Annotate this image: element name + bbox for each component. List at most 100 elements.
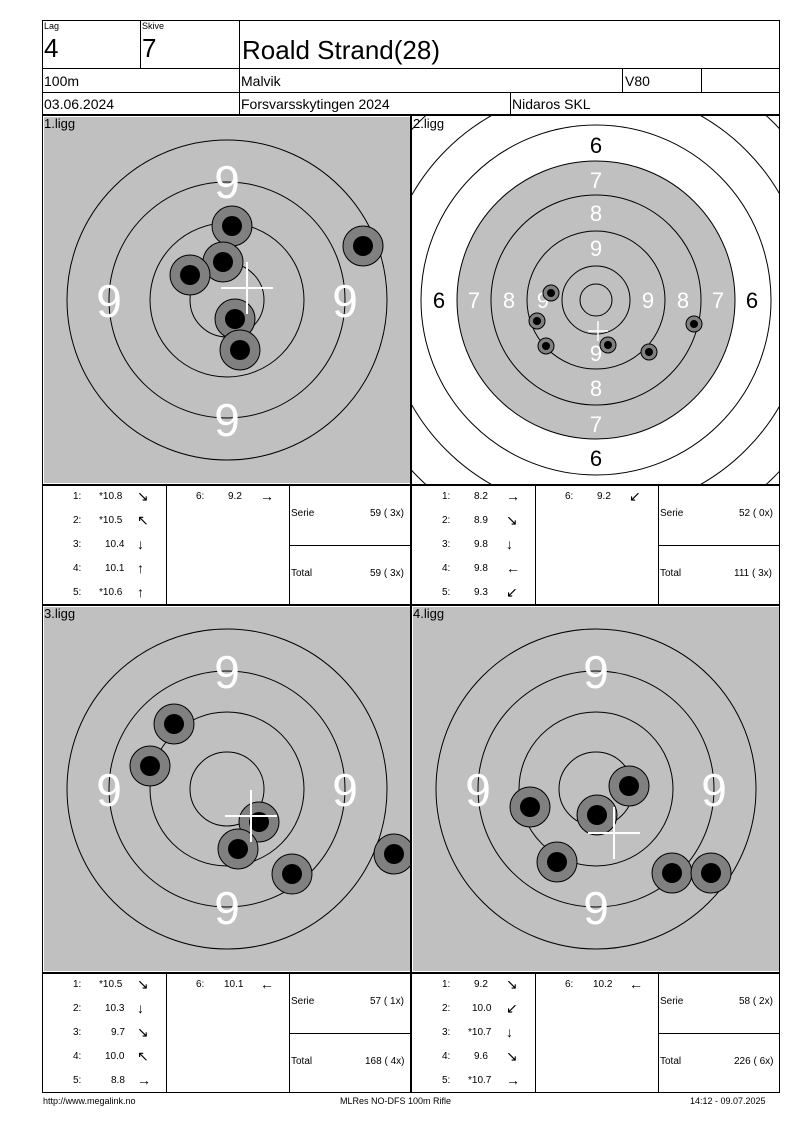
shot-hole [599,336,617,354]
panel-label: 1.ligg [44,116,76,131]
serie-value: 58 ( 2x) [739,996,773,1007]
shot-text: 3: [73,539,82,550]
total-label: Total [660,1056,682,1067]
direction-arrow-icon: → [260,488,274,504]
shot-text: 4: [442,563,451,574]
ring-label-9: 9 [701,764,727,816]
shot-text: 2: [73,515,82,526]
result-table-3: 1:*10.5↘ 2:10.3↓ 3:9.7↘ 4:10.0↖ 5:8.8→ 6… [42,973,411,1093]
shot-text: 6 [590,446,602,471]
shot-hole [536,841,578,883]
shot-text: 10.4 [105,539,125,550]
sum-divider [289,1033,410,1034]
serie-value: 52 ( 0x) [739,508,773,519]
shooter-name: Roald Strand(28) [242,35,440,65]
group-center-cross [221,262,273,314]
group-center-cross [225,790,277,842]
class-cell: V80 [623,69,702,93]
shot-text: *10.8 [99,491,123,502]
shot-text: 1: [442,491,451,502]
target-zoom-3: 9 9 9 9 [44,607,410,971]
shot-text: 8.9 [474,515,488,526]
result-table-2: 1:8.2→ 2:8.9↘ 3:9.8↓ 4:9.8← 5:9.3↙ 6:9.2… [411,485,780,605]
shot-text: 5: [442,1075,451,1086]
date-value: 03.06.2024 [44,96,115,112]
ring-label-9: 9 [465,764,491,816]
shot-hole [153,703,195,745]
ring-label-9: 9 [214,394,240,446]
direction-arrow-icon: ↓ [137,1000,144,1016]
target-full-2: 6 6 6 6 7 7 7 7 8 8 8 8 9 9 9 9 [412,116,779,484]
shot-text: 9.2 [474,979,488,990]
distance-cell: 100m [43,69,240,93]
target-zoom-1: 9 9 9 9 [44,117,410,483]
result-table-1: 1:*10.8↘ 2:*10.5↖ 3:10.4↓ 4:10.1↑ 5:*10.… [42,485,411,605]
shot-text: 2: [442,1003,451,1014]
club-value: Malvik [241,73,281,89]
shot-text: 9.2 [597,491,611,502]
shot-hole [509,786,551,828]
shot-text: 1: [73,491,82,502]
skive-label: Skive [142,21,165,31]
event-cell: Forsvarsskytingen 2024 [240,93,510,115]
direction-arrow-icon: ↘ [506,976,518,992]
shot-hole [537,337,555,355]
ring-label-9: 9 [214,882,240,934]
direction-arrow-icon: ↘ [137,976,149,992]
shot-text: 3: [442,539,451,550]
ring-label-9: 9 [332,764,358,816]
serie-label: Serie [660,508,684,519]
shot-text: *10.7 [468,1075,492,1086]
total-value: 226 ( 6x) [734,1056,774,1067]
direction-arrow-icon: ↓ [506,1024,513,1040]
distance-value: 100m [44,73,80,89]
shot-text: 7 [712,288,724,313]
shot-text: 4: [442,1051,451,1062]
serie-value: 59 ( 3x) [370,508,404,519]
shot-text: 3: [73,1027,82,1038]
shot-text: 9 [590,341,602,366]
shot-hole [342,225,384,267]
shot-text: 8 [590,201,602,226]
ring-label-9: 9 [332,275,358,327]
shot-text: 5: [73,1075,82,1086]
organizer-cell: Nidaros SKL [510,93,780,115]
total-label: Total [660,568,682,579]
serie-label: Serie [291,508,315,519]
ring-label-9: 9 [583,646,609,698]
direction-arrow-icon: ← [629,976,643,992]
result-table-4: 1:9.2↘ 2:10.0↙ 3:*10.7↓ 4:9.6↘ 5:*10.7→ … [411,973,780,1093]
shot-text: 8 [590,376,602,401]
group-center-cross [588,321,608,341]
shots-col [43,974,167,1092]
shot-text: 9.7 [111,1027,125,1038]
direction-arrow-icon: → [506,488,520,504]
shot-text: 8.2 [474,491,488,502]
target-panel-2: 2.ligg 6 6 6 6 7 7 7 7 8 8 8 8 9 9 9 9 [411,115,780,485]
direction-arrow-icon: ↘ [137,488,149,504]
shot-text: 1: [442,979,451,990]
shot-text: 8 [677,288,689,313]
shot-hole [202,241,244,283]
ring-label: 6 6 6 6 7 7 7 7 8 8 8 8 9 9 9 9 [433,133,758,471]
header-box: Lag 4 Skive 7 Roald Strand(28) 100m Malv… [42,20,780,115]
shot-text: 6 [746,288,758,313]
sum-divider [658,545,779,546]
shot-hole [651,852,693,894]
shot-text: 7 [590,412,602,437]
shot-text: 10.1 [224,979,244,990]
shot-text: 2: [73,1003,82,1014]
lag-cell: Lag 4 [43,21,141,69]
target-panel-3: 3.ligg 9 9 9 9 [42,605,411,973]
direction-arrow-icon: ↑ [137,560,144,576]
shot-hole [169,254,211,296]
footer-url[interactable]: http://www.megalink.no [43,1096,136,1106]
club-cell: Malvik [240,69,623,93]
direction-arrow-icon: ↘ [506,512,518,528]
direction-arrow-icon: ← [260,976,274,992]
lag-label: Lag [44,21,60,31]
lag-value: 4 [44,33,59,63]
shot-text: 4: [73,1051,82,1062]
date-cell: 03.06.2024 [43,93,240,115]
shot-text: 9.2 [228,491,242,502]
